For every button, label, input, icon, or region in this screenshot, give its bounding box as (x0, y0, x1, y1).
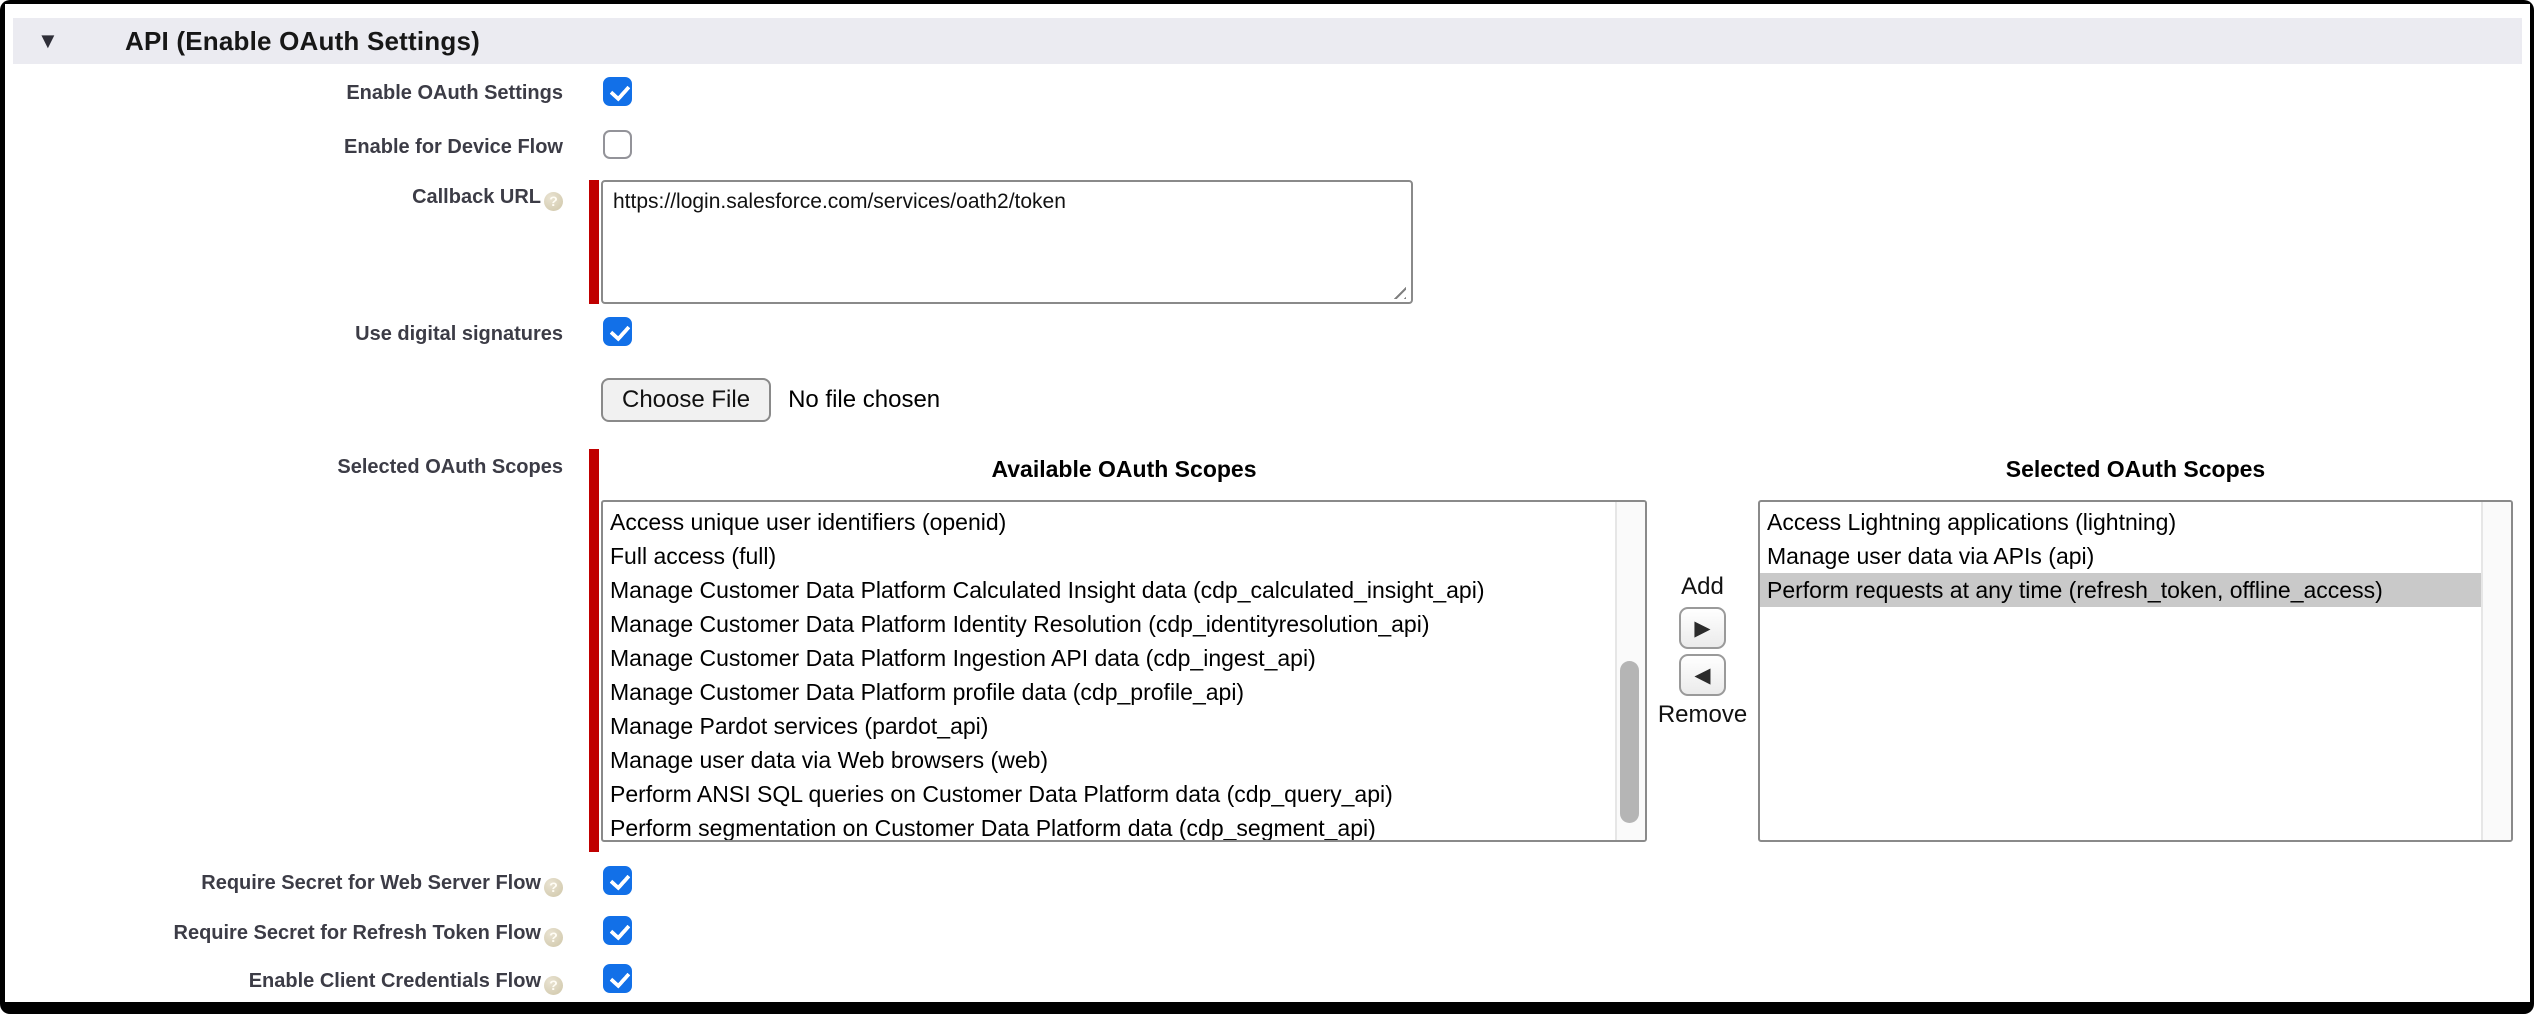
scrollbar[interactable] (2481, 502, 2511, 840)
require-secret-refresh-checkbox[interactable] (603, 916, 632, 945)
remove-button[interactable]: ◀ (1679, 654, 1726, 696)
add-label: Add (1681, 573, 1724, 600)
oauth-scope-option[interactable]: Manage Customer Data Platform Calculated… (610, 577, 1485, 603)
device-flow-checkbox[interactable] (603, 130, 632, 159)
selected-scopes-header: Selected OAuth Scopes (2005, 456, 2266, 482)
oauth-scope-option[interactable]: Full access (full) (610, 543, 777, 569)
client-credentials-label: Enable Client Credentials Flow? (5, 968, 563, 995)
available-scopes-listbox[interactable]: Access unique user identifiers (openid) F… (601, 500, 1647, 842)
help-icon[interactable]: ? (544, 878, 563, 897)
scrollbar[interactable] (1615, 502, 1645, 840)
required-field-bar (589, 180, 599, 304)
help-icon[interactable]: ? (544, 976, 563, 995)
require-secret-web-label: Require Secret for Web Server Flow? (5, 870, 563, 897)
require-secret-refresh-label: Require Secret for Refresh Token Flow? (5, 920, 563, 947)
available-scopes-header: Available OAuth Scopes (991, 456, 1257, 482)
certificate-file-input: Choose File No file chosen (601, 378, 940, 422)
oauth-scope-option[interactable]: Manage user data via APIs (api) (1767, 543, 2095, 569)
help-icon[interactable]: ? (544, 928, 563, 947)
callback-url-label: Callback URL? (5, 184, 563, 211)
digital-signatures-label: Use digital signatures (355, 323, 563, 345)
callback-url-textarea[interactable]: https://login.salesforce.com/services/oa… (601, 180, 1413, 304)
selected-scopes-listbox[interactable]: Access Lightning applications (lightning… (1758, 500, 2513, 842)
enable-oauth-checkbox[interactable] (603, 77, 632, 106)
oauth-settings-section: ▼ API (Enable OAuth Settings) Enable OAu… (5, 4, 2530, 1002)
oauth-scope-option[interactable]: Access unique user identifiers (openid) (610, 509, 1007, 535)
oauth-scope-option[interactable]: Manage Pardot services (pardot_api) (610, 713, 989, 739)
device-flow-label: Enable for Device Flow (344, 136, 563, 158)
oauth-scope-option[interactable]: Manage Customer Data Platform profile da… (610, 679, 1245, 705)
oauth-scope-option[interactable]: Manage Customer Data Platform Identity R… (610, 611, 1430, 637)
section-header[interactable]: ▼ API (Enable OAuth Settings) (13, 18, 2522, 64)
remove-label: Remove (1657, 701, 1748, 728)
oauth-scope-option[interactable]: Manage Customer Data Platform Ingestion … (610, 645, 1316, 671)
oauth-scopes-label: Selected OAuth Scopes (337, 456, 563, 478)
help-icon[interactable]: ? (544, 192, 563, 211)
digital-signatures-checkbox[interactable] (603, 317, 632, 346)
client-credentials-checkbox[interactable] (603, 964, 632, 993)
scrollbar-thumb[interactable] (1620, 660, 1639, 824)
oauth-scope-option[interactable]: Perform ANSI SQL queries on Customer Dat… (610, 781, 1393, 807)
choose-file-button[interactable]: Choose File (601, 378, 772, 422)
require-secret-web-checkbox[interactable] (603, 866, 632, 895)
add-button[interactable]: ▶ (1679, 607, 1726, 649)
oauth-scope-option[interactable]: Access Lightning applications (lightning… (1767, 509, 2177, 535)
left-arrow-icon: ◀ (1694, 663, 1711, 687)
section-title: API (Enable OAuth Settings) (125, 25, 480, 56)
right-arrow-icon: ▶ (1694, 616, 1711, 640)
oauth-scope-option[interactable]: Manage user data via Web browsers (web) (610, 747, 1049, 773)
add-remove-controls: Add ▶ ◀ Remove (1647, 572, 1758, 730)
required-field-bar (589, 449, 599, 852)
oauth-scope-option[interactable]: Perform segmentation on Customer Data Pl… (610, 815, 1376, 841)
collapse-icon[interactable]: ▼ (37, 28, 59, 53)
oauth-scope-option[interactable]: Perform requests at any time (refresh_to… (1760, 573, 2481, 607)
enable-oauth-label: Enable OAuth Settings (346, 82, 563, 104)
file-chosen-status: No file chosen (788, 386, 941, 413)
